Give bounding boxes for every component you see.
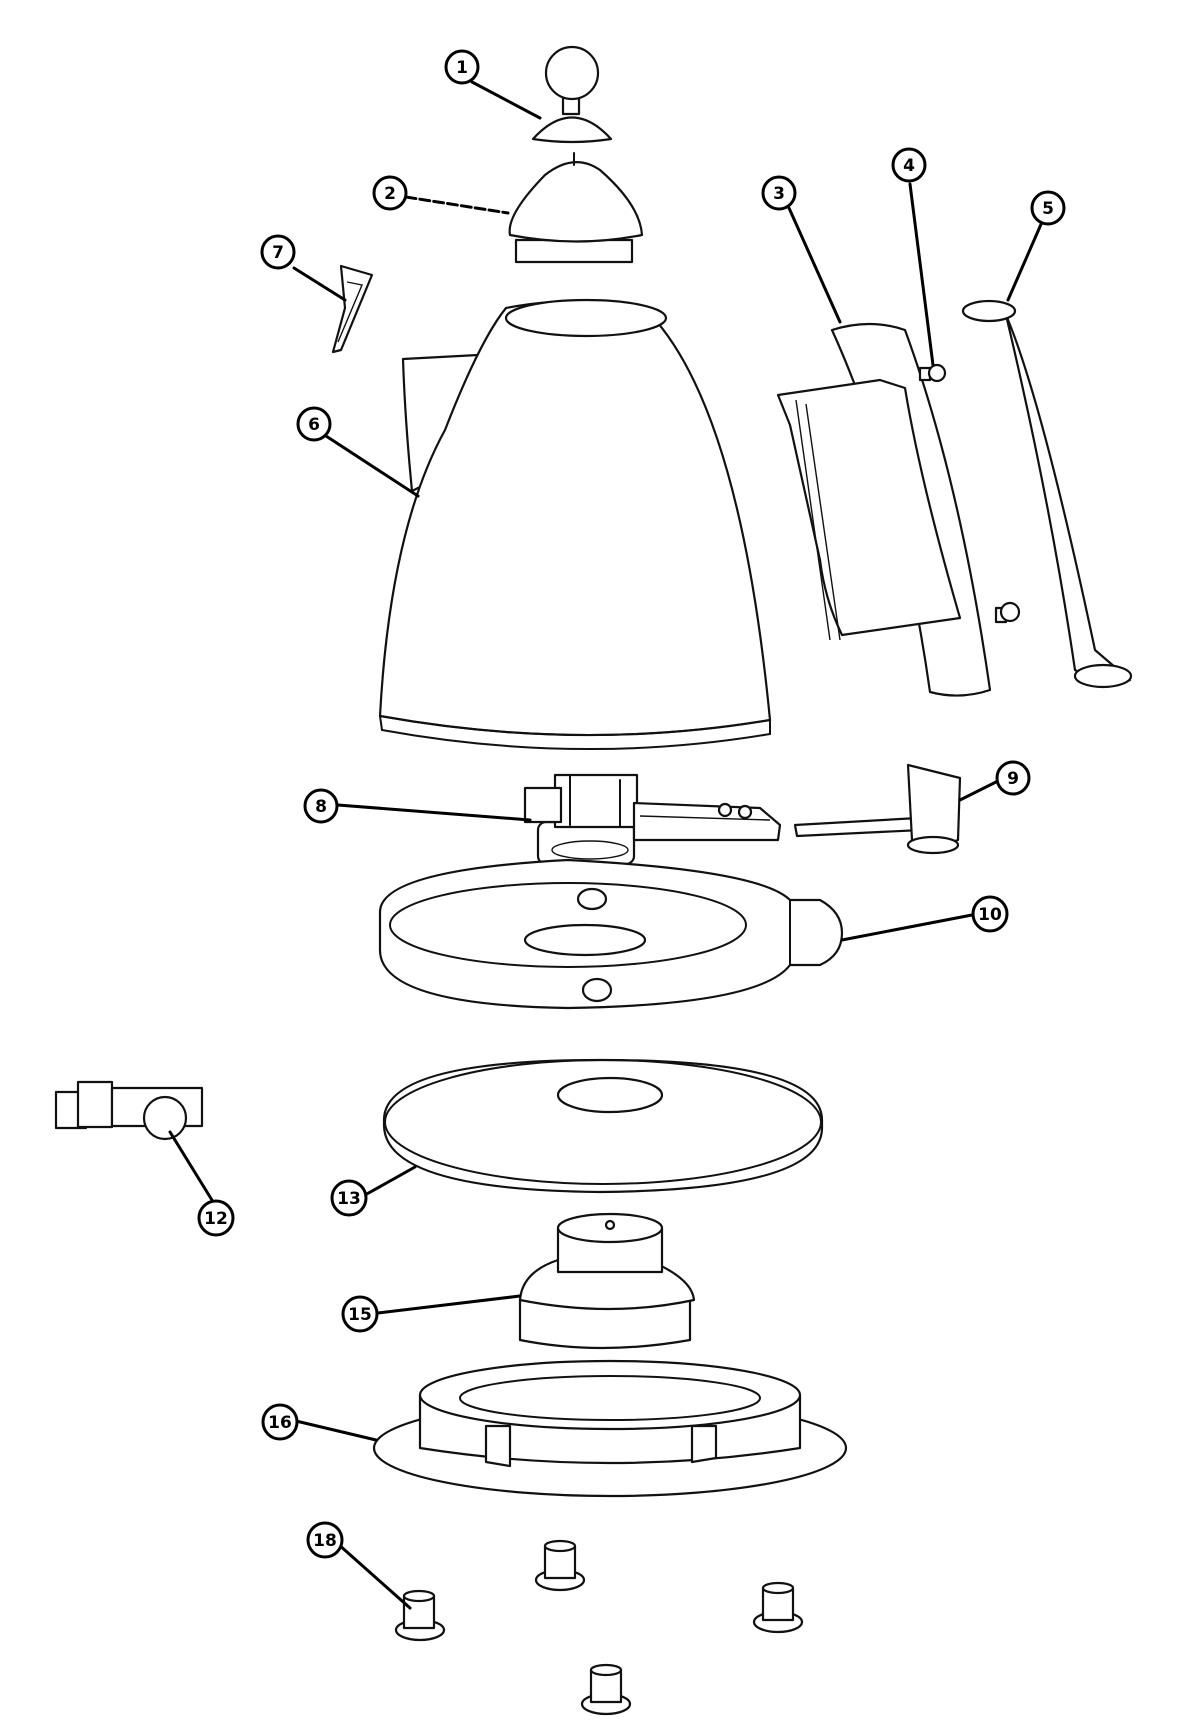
svg-text:7: 7 bbox=[272, 243, 284, 263]
leader-10 bbox=[840, 913, 974, 942]
callout-15: 15 bbox=[341, 1295, 379, 1333]
leader-9 bbox=[958, 779, 1000, 802]
callout-5: 5 bbox=[1030, 190, 1066, 226]
part-13-base-plate bbox=[382, 1058, 824, 1194]
callout-2: 2 bbox=[372, 175, 408, 211]
svg-text:18: 18 bbox=[313, 1531, 337, 1551]
part-8-thermostat-control bbox=[523, 773, 782, 866]
leader-18 bbox=[336, 1542, 412, 1610]
part-4-screw-upper bbox=[918, 363, 947, 383]
part-15-connector-socket bbox=[518, 1212, 696, 1350]
part-18-foot-1 bbox=[394, 1589, 446, 1642]
callout-9: 9 bbox=[995, 760, 1031, 796]
leader-16 bbox=[294, 1419, 378, 1442]
part-18-foot-2 bbox=[534, 1539, 586, 1592]
callout-13: 13 bbox=[330, 1179, 368, 1217]
leader-8 bbox=[336, 803, 532, 822]
leader-5 bbox=[1006, 220, 1044, 302]
svg-text:5: 5 bbox=[1042, 199, 1054, 219]
leader-4 bbox=[908, 182, 935, 367]
svg-text:15: 15 bbox=[348, 1305, 372, 1325]
part-6-kettle-body bbox=[378, 298, 772, 751]
part-9-switch-lever bbox=[793, 763, 962, 855]
part-10-base-housing bbox=[378, 858, 844, 1010]
callout-7: 7 bbox=[260, 234, 296, 270]
leader-lines bbox=[168, 80, 1044, 1610]
part-12-power-connector bbox=[54, 1080, 204, 1141]
callout-12: 12 bbox=[197, 1199, 235, 1237]
svg-text:2: 2 bbox=[384, 184, 396, 204]
svg-text:13: 13 bbox=[337, 1189, 361, 1209]
part-7-clip bbox=[331, 264, 374, 354]
part-1-lid-knob bbox=[531, 45, 613, 144]
callout-8: 8 bbox=[303, 788, 339, 824]
svg-text:6: 6 bbox=[308, 415, 320, 435]
part-4-screw-lower bbox=[994, 601, 1021, 624]
part-3-handle-frame bbox=[776, 322, 992, 697]
svg-text:4: 4 bbox=[903, 156, 915, 176]
callout-10: 10 bbox=[971, 895, 1009, 933]
part-5-handle-cover bbox=[961, 299, 1133, 689]
svg-text:1: 1 bbox=[456, 58, 468, 78]
callout-4: 4 bbox=[891, 147, 927, 183]
svg-text:8: 8 bbox=[315, 797, 327, 817]
part-18-foot-4 bbox=[752, 1581, 804, 1634]
leader-12 bbox=[168, 1130, 217, 1207]
leader-15 bbox=[376, 1294, 522, 1315]
leader-6 bbox=[324, 434, 420, 498]
leader-13 bbox=[363, 1165, 417, 1197]
part-16-bottom-base bbox=[372, 1359, 848, 1498]
leader-7 bbox=[292, 266, 347, 302]
svg-text:16: 16 bbox=[268, 1413, 292, 1433]
callout-3: 3 bbox=[761, 175, 797, 211]
callout-18: 18 bbox=[306, 1521, 344, 1559]
svg-text:3: 3 bbox=[773, 184, 785, 204]
leader-2 bbox=[404, 195, 510, 215]
leader-1 bbox=[470, 80, 542, 120]
leader-3 bbox=[787, 206, 842, 324]
callout-16: 16 bbox=[261, 1403, 299, 1441]
svg-text:12: 12 bbox=[204, 1209, 228, 1229]
svg-text:9: 9 bbox=[1007, 769, 1019, 789]
svg-text:10: 10 bbox=[978, 905, 1002, 925]
part-2-lid bbox=[508, 152, 644, 264]
callout-6: 6 bbox=[296, 406, 332, 442]
part-18-foot-3 bbox=[580, 1663, 632, 1716]
callout-1: 1 bbox=[444, 49, 480, 85]
